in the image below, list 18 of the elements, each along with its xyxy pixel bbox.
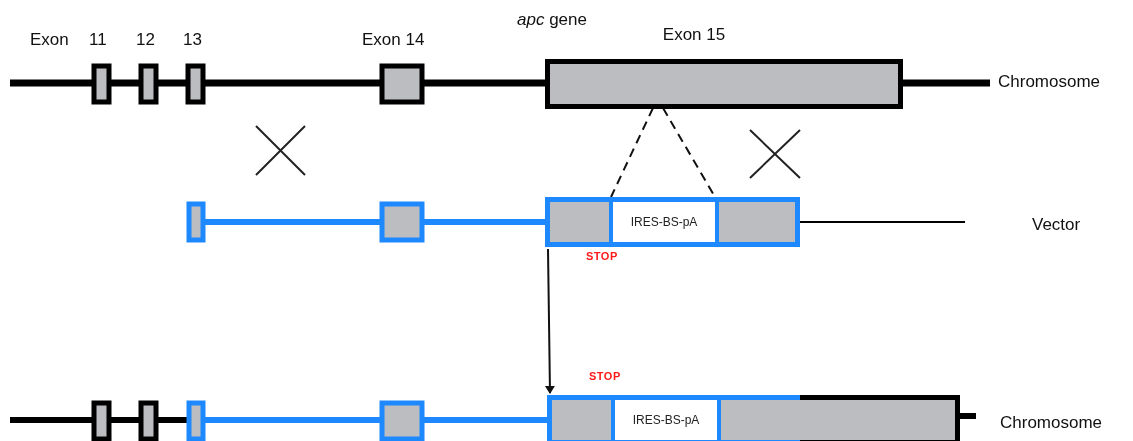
text-label: Vector bbox=[1032, 215, 1081, 235]
text-label: Chromosome bbox=[998, 72, 1101, 92]
text-label: Exon 14 bbox=[362, 30, 425, 50]
text-label: 13 bbox=[183, 30, 202, 50]
stop-label: STOP bbox=[586, 250, 618, 262]
stop-label: STOP bbox=[589, 370, 621, 382]
text-label: Chromosome bbox=[1000, 413, 1103, 433]
insert-cassette-box: IRES-BS-pA bbox=[611, 400, 721, 440]
text-label: 12 bbox=[136, 30, 155, 50]
exon-box bbox=[547, 395, 960, 441]
insert-cassette-box: IRES-BS-pA bbox=[609, 202, 719, 242]
arrow bbox=[544, 248, 555, 394]
exon-label: Exon 15 bbox=[661, 25, 727, 45]
text-label: apc gene bbox=[517, 10, 587, 30]
text-label: Exon bbox=[30, 30, 69, 50]
text-label: 11 bbox=[89, 30, 107, 50]
dashed-connector bbox=[610, 107, 654, 198]
exon-box bbox=[545, 197, 800, 247]
